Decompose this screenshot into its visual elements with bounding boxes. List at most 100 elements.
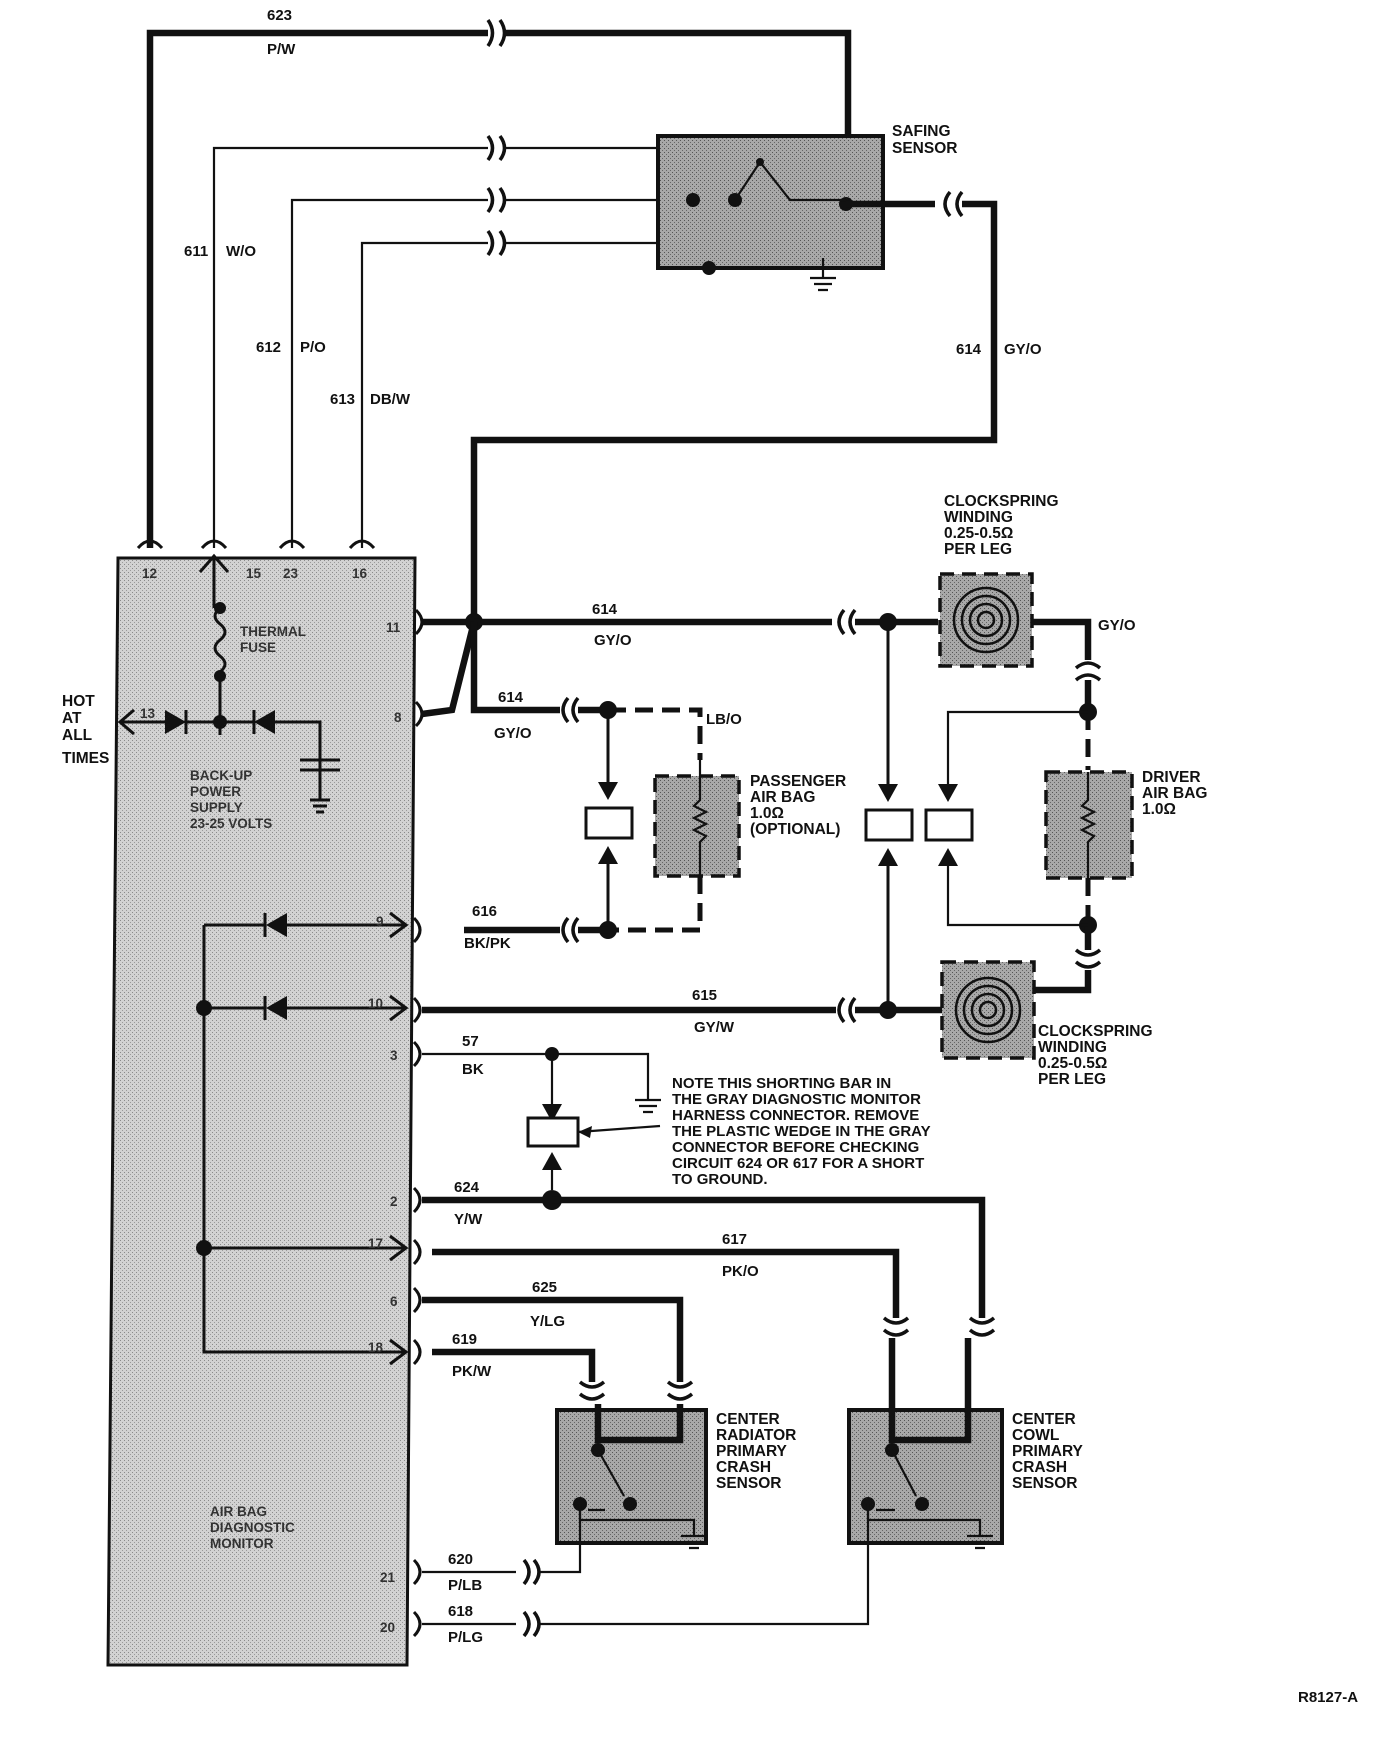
wire-57-color: BK <box>462 1061 484 1078</box>
wire-614-right-color: GY/O <box>1098 617 1136 634</box>
svg-text:AIR BAG: AIR BAG <box>1142 785 1207 802</box>
svg-text:DRIVER: DRIVER <box>1142 769 1201 786</box>
wire-615-color: GY/W <box>694 1019 735 1036</box>
svg-text:RADIATOR: RADIATOR <box>716 1427 796 1444</box>
shorting-bar <box>412 1040 661 1190</box>
wire-618-color: P/LG <box>448 1629 483 1646</box>
svg-text:PRIMARY: PRIMARY <box>716 1443 788 1460</box>
wire-611-number: 611 <box>184 243 208 260</box>
pin-15-label: 15 <box>246 566 262 581</box>
svg-text:ALL: ALL <box>62 727 92 744</box>
ground-57-icon <box>635 1098 661 1114</box>
center-radiator-crash-sensor <box>555 1404 708 1550</box>
figure-code: R8127-A <box>1298 1689 1358 1706</box>
passenger-air-bag <box>653 760 741 878</box>
wire-612-color: P/O <box>300 339 326 356</box>
svg-text:PER LEG: PER LEG <box>944 541 1012 558</box>
wire-611-color: W/O <box>226 243 256 260</box>
driver-air-bag-label: DRIVER AIR BAG 1.0Ω <box>1142 769 1207 818</box>
svg-text:0.25-0.5Ω: 0.25-0.5Ω <box>944 525 1013 542</box>
pin-2-label: 2 <box>390 1194 398 1209</box>
monitor-internals <box>117 553 409 1366</box>
svg-text:CIRCUIT 624 OR 617 FOR A SHORT: CIRCUIT 624 OR 617 FOR A SHORT <box>672 1155 924 1172</box>
svg-text:AT: AT <box>62 710 82 727</box>
clockspring-winding-bottom <box>940 960 1036 1060</box>
pin-20-label: 20 <box>380 1620 395 1635</box>
wire-615-number: 615 <box>692 987 717 1004</box>
wire-613 <box>360 241 488 548</box>
hot-at-all-times-label: HOT AT ALL TIMES <box>62 693 109 767</box>
svg-text:HARNESS CONNECTOR. REMOVE: HARNESS CONNECTOR. REMOVE <box>672 1107 919 1124</box>
svg-text:1.0Ω: 1.0Ω <box>750 805 784 822</box>
svg-text:COWL: COWL <box>1012 1427 1059 1444</box>
pin-13-label: 13 <box>140 706 156 721</box>
wire-617 <box>432 1248 900 1318</box>
svg-text:CRASH: CRASH <box>1012 1459 1067 1476</box>
shorting-bar-note: NOTE THIS SHORTING BAR IN THE GRAY DIAGN… <box>672 1075 931 1188</box>
svg-text:TIMES: TIMES <box>62 750 109 767</box>
wire-612 <box>290 198 488 548</box>
svg-text:SUPPLY: SUPPLY <box>190 800 243 815</box>
wire-619-color: PK/W <box>452 1363 492 1380</box>
pin-18-label: 18 <box>368 1340 384 1355</box>
passenger-shorting-clip <box>584 710 634 930</box>
safing-sensor <box>656 134 885 292</box>
pin-12-label: 12 <box>142 566 157 581</box>
wire-618 <box>540 1504 870 1626</box>
svg-text:CENTER: CENTER <box>1012 1411 1076 1428</box>
pin-11-label: 11 <box>386 620 401 635</box>
wire-620-color: P/LB <box>448 1577 482 1594</box>
svg-text:AIR BAG: AIR BAG <box>210 1504 267 1519</box>
svg-text:CLOCKSPRING: CLOCKSPRING <box>944 493 1059 510</box>
pin-17-label: 17 <box>368 1236 383 1251</box>
svg-text:POWER: POWER <box>190 784 241 799</box>
pin-8-label: 8 <box>394 710 402 725</box>
wire-618-number: 618 <box>448 1603 473 1620</box>
wire-623 <box>146 29 488 548</box>
wire-617-number: 617 <box>722 1231 747 1248</box>
svg-text:FUSE: FUSE <box>240 640 276 655</box>
safing-ground-icon <box>810 258 836 292</box>
wire-616-color: BK/PK <box>464 935 511 952</box>
wire-625-number: 625 <box>532 1279 557 1296</box>
svg-text:NOTE THIS SHORTING BAR IN: NOTE THIS SHORTING BAR IN <box>672 1075 891 1092</box>
wire-lbo-color: LB/O <box>706 711 742 728</box>
svg-text:TO GROUND.: TO GROUND. <box>672 1171 768 1188</box>
driver-shorting-clip <box>864 622 1088 1010</box>
svg-text:WINDING: WINDING <box>1038 1039 1107 1056</box>
wire-611 <box>212 146 488 548</box>
svg-text:PRIMARY: PRIMARY <box>1012 1443 1084 1460</box>
passenger-air-bag-label: PASSENGER AIR BAG 1.0Ω (OPTIONAL) <box>750 773 846 838</box>
wire-614-main <box>470 200 998 622</box>
wire-623-color: P/W <box>267 41 296 58</box>
svg-text:SENSOR: SENSOR <box>716 1475 781 1492</box>
wire-616-number: 616 <box>472 903 497 920</box>
svg-text:MONITOR: MONITOR <box>210 1536 274 1551</box>
wire-614-mid-number: 614 <box>592 601 618 618</box>
svg-text:SAFING: SAFING <box>892 123 951 140</box>
pin-9-label: 9 <box>376 914 384 929</box>
svg-text:CRASH: CRASH <box>716 1459 771 1476</box>
wire-614-mid-color: GY/O <box>594 632 632 649</box>
pin-3-label: 3 <box>390 1048 398 1063</box>
svg-text:CENTER: CENTER <box>716 1411 780 1428</box>
wire-625 <box>422 1296 684 1382</box>
center-cowl-sensor-label: CENTER COWL PRIMARY CRASH SENSOR <box>1012 1411 1084 1492</box>
wire-57-number: 57 <box>462 1033 479 1050</box>
svg-text:THERMAL: THERMAL <box>240 624 306 639</box>
wire-620 <box>540 1504 582 1574</box>
clockspring-bottom-label: CLOCKSPRING WINDING 0.25-0.5Ω PER LEG <box>1038 1023 1153 1088</box>
wire-624-color: Y/W <box>454 1211 483 1228</box>
driver-air-bag <box>1044 770 1134 880</box>
pin-16-label: 16 <box>352 566 368 581</box>
wire-625-color: Y/LG <box>530 1313 565 1330</box>
air-bag-diagnostic-monitor <box>106 556 417 1667</box>
pin-21-label: 21 <box>380 1570 396 1585</box>
svg-text:PER LEG: PER LEG <box>1038 1071 1106 1088</box>
connector-623 <box>486 19 495 47</box>
svg-text:AIR BAG: AIR BAG <box>750 789 815 806</box>
pin-6-label: 6 <box>390 1294 398 1309</box>
pin-23-label: 23 <box>283 566 299 581</box>
wire-617-color: PK/O <box>722 1263 759 1280</box>
